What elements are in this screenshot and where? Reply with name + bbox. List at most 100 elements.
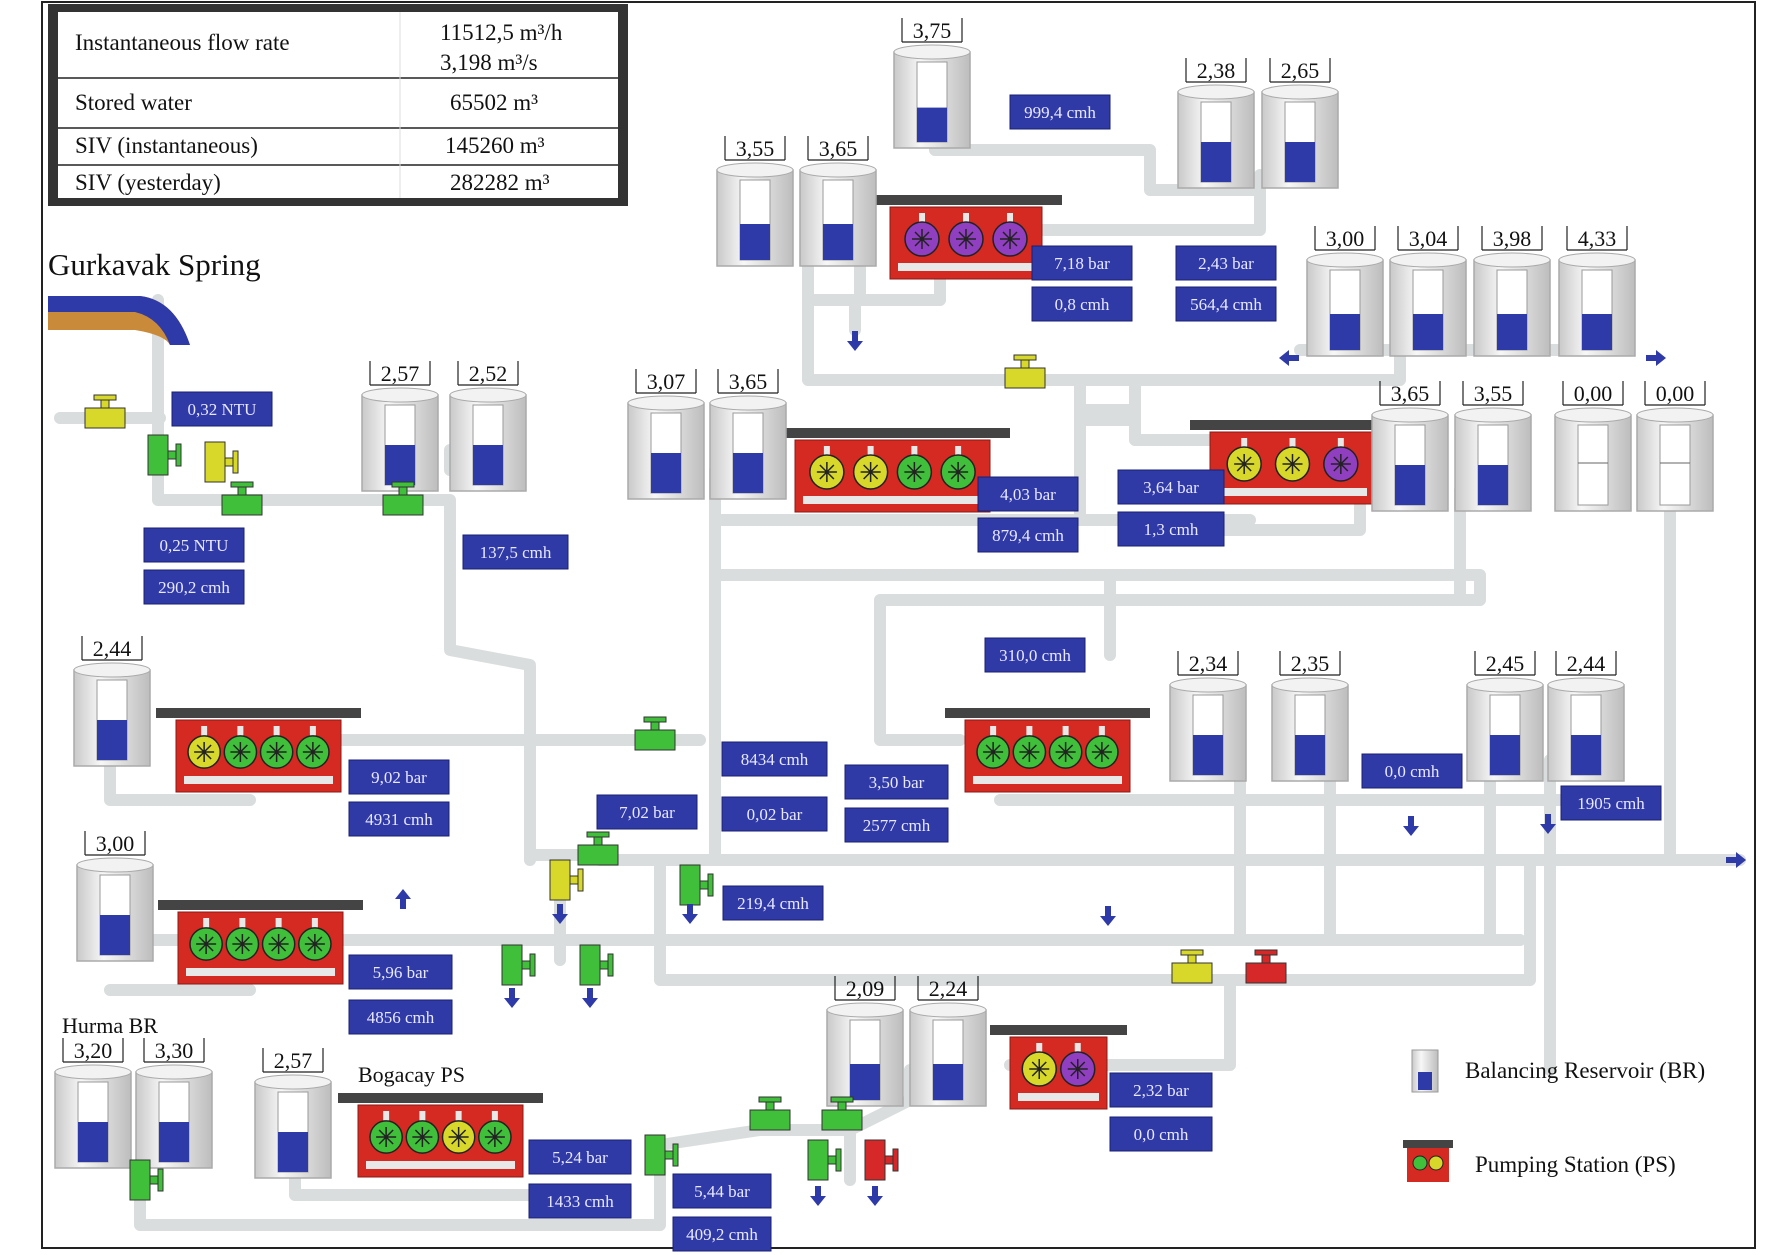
tag-value: 3,50 bar (869, 773, 925, 792)
pump-impeller-icon (860, 462, 881, 482)
reservoir-top (1558, 252, 1636, 268)
tag-value: 7,02 bar (619, 803, 675, 822)
reservoir: 3,55 (716, 136, 794, 267)
valve-icon[interactable] (749, 1096, 791, 1131)
pipe (1129, 374, 1221, 446)
reservoir-water (100, 915, 130, 955)
valve-icon[interactable] (1004, 354, 1046, 389)
tag-value: 2,43 bar (1198, 254, 1254, 273)
pump-riser (419, 1111, 426, 1123)
valve-icon[interactable] (634, 716, 676, 751)
valve-icon[interactable] (644, 1134, 679, 1176)
pump-impeller-icon (448, 1127, 469, 1147)
summary-label-stored: Stored water (75, 90, 192, 115)
tag-box (672, 1173, 772, 1209)
measurement-tag: 310,0 cmh (984, 637, 1086, 673)
valve-icon[interactable] (501, 944, 536, 986)
measurement-tag: 5,96 bar (348, 954, 453, 990)
pump-riser (955, 446, 962, 458)
tag-box (977, 476, 1079, 512)
valve-icon[interactable] (129, 1159, 164, 1201)
pump-impeller-icon (230, 742, 251, 762)
pump-riser (1036, 1043, 1043, 1055)
valve-icon[interactable] (679, 864, 714, 906)
valve-icon[interactable] (807, 1139, 842, 1181)
valve-icon[interactable] (204, 441, 239, 483)
valve-icon[interactable] (864, 1139, 899, 1181)
reservoir-level: 2,34 (1189, 651, 1228, 676)
reservoir-level-bracket (807, 136, 869, 161)
tag-value: 409,2 cmh (686, 1225, 758, 1244)
tag-value: 564,4 cmh (1190, 295, 1262, 314)
reservoir-water (1413, 314, 1443, 350)
tag-value: 0,0 cmh (1385, 762, 1440, 781)
valve-icon[interactable] (1245, 949, 1287, 984)
reservoir-top (1177, 84, 1255, 100)
reservoir-level: 2,35 (1291, 651, 1330, 676)
pump-impeller-icon (1055, 742, 1076, 762)
valve-icon[interactable] (221, 481, 263, 516)
reservoir-level: 3,55 (1474, 381, 1513, 406)
valve-icon[interactable] (821, 1096, 863, 1131)
pump-riser (867, 446, 874, 458)
pump-impeller-icon (1282, 454, 1303, 474)
valve-icon[interactable] (147, 434, 182, 476)
pump-impeller-icon (956, 229, 976, 249)
reservoir-tank (1659, 424, 1691, 506)
reservoir-water (1295, 735, 1325, 775)
reservoir: 2,57 (254, 1048, 332, 1179)
valve-icon[interactable] (1171, 949, 1213, 984)
summary-value-flow-s: 3,198 m³/s (440, 50, 538, 75)
flow-arrow-icon (682, 904, 698, 924)
pump-impeller-icon (1330, 454, 1351, 474)
reservoir-level-bracket (1555, 651, 1617, 676)
valve-icon[interactable] (549, 859, 584, 901)
spring-label: Gurkavak Spring (48, 247, 261, 282)
reservoir: 3,04 (1389, 226, 1467, 357)
reservoir: 0,00 (1554, 381, 1632, 512)
measurement-tag: 2,43 bar (1175, 245, 1277, 281)
spring-source: Gurkavak Spring (48, 247, 261, 345)
pump-impeller-icon (412, 1127, 433, 1147)
reservoir-level: 2,57 (274, 1048, 313, 1073)
hurma-label: Hurma BR (62, 1013, 158, 1038)
summary-label-flow: Instantaneous flow rate (75, 30, 290, 55)
tag-box (722, 885, 824, 921)
measurement-tag: 7,02 bar (596, 794, 698, 830)
reservoir-level: 3,20 (74, 1038, 113, 1063)
legend-reservoir-label: Balancing Reservoir (BR) (1465, 1058, 1705, 1083)
reservoir: 2,44 (1547, 651, 1625, 782)
flow-arrow-icon (1726, 852, 1746, 868)
reservoir-level: 3,75 (913, 18, 952, 43)
pump-riser (1098, 726, 1105, 738)
reservoir-top (627, 395, 705, 411)
tag-box (1109, 1116, 1213, 1152)
pump-riser (311, 918, 318, 930)
valve-icon[interactable] (382, 481, 424, 516)
reservoir-level-bracket (1474, 651, 1536, 676)
measurement-tag: 1,3 cmh (1117, 511, 1225, 547)
reservoir-level-bracket (1481, 226, 1543, 251)
valve-icon[interactable] (577, 831, 619, 866)
measurement-tag: 564,4 cmh (1175, 286, 1277, 322)
reservoir-level: 2,24 (929, 976, 968, 1001)
reservoir-water (385, 445, 415, 485)
reservoir: 4,33 (1558, 226, 1636, 357)
reservoir-level-bracket (1279, 651, 1341, 676)
measurement-tag: 2,32 bar (1109, 1072, 1213, 1108)
pump-riser (383, 1111, 390, 1123)
reservoir-level: 3,07 (647, 369, 686, 394)
reservoir-level-bracket (635, 369, 697, 394)
measurement-tag: 5,24 bar (528, 1139, 632, 1175)
pump-impeller-icon (1019, 742, 1040, 762)
valve-icon[interactable] (579, 944, 614, 986)
reservoir-water (1193, 735, 1223, 775)
pump-riser (911, 446, 918, 458)
pump-riser (273, 726, 280, 738)
summary-value-stored: 65502 m³ (450, 90, 538, 115)
valve-icon[interactable] (84, 394, 126, 429)
reservoir-level: 3,00 (1326, 226, 1365, 251)
tag-value: 2577 cmh (863, 816, 931, 835)
valves (84, 354, 1287, 1201)
